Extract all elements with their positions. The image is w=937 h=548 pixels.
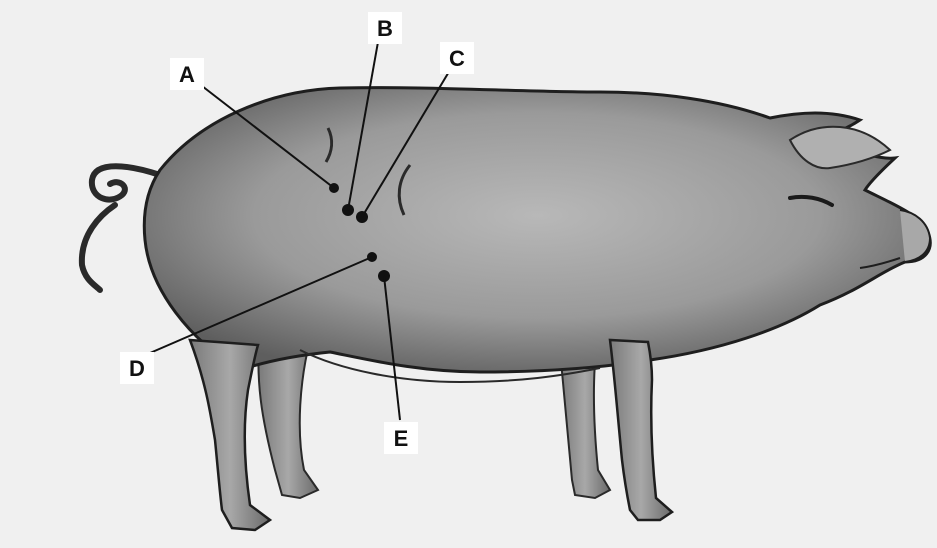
label-d: D	[129, 356, 145, 381]
label-b: B	[377, 16, 393, 41]
label-c: C	[449, 46, 465, 71]
label-e: E	[394, 426, 409, 451]
label-a: A	[179, 62, 195, 87]
